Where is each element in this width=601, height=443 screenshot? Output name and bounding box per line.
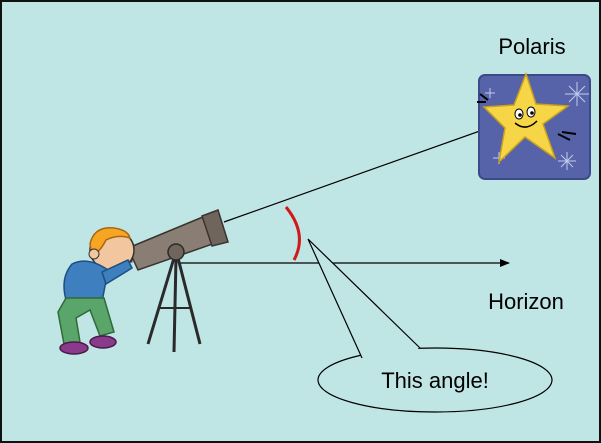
boy-observer-icon [57, 227, 135, 355]
polaris-label: Polaris [498, 34, 565, 59]
callout-text: This angle! [381, 368, 489, 393]
sight-line [223, 126, 492, 223]
horizon-label: Horizon [488, 289, 564, 314]
smiling-star-icon [477, 71, 591, 180]
callout-bubble: This angle! [307, 238, 553, 413]
telescope-icon [119, 209, 229, 353]
angle-arc [284, 206, 301, 261]
